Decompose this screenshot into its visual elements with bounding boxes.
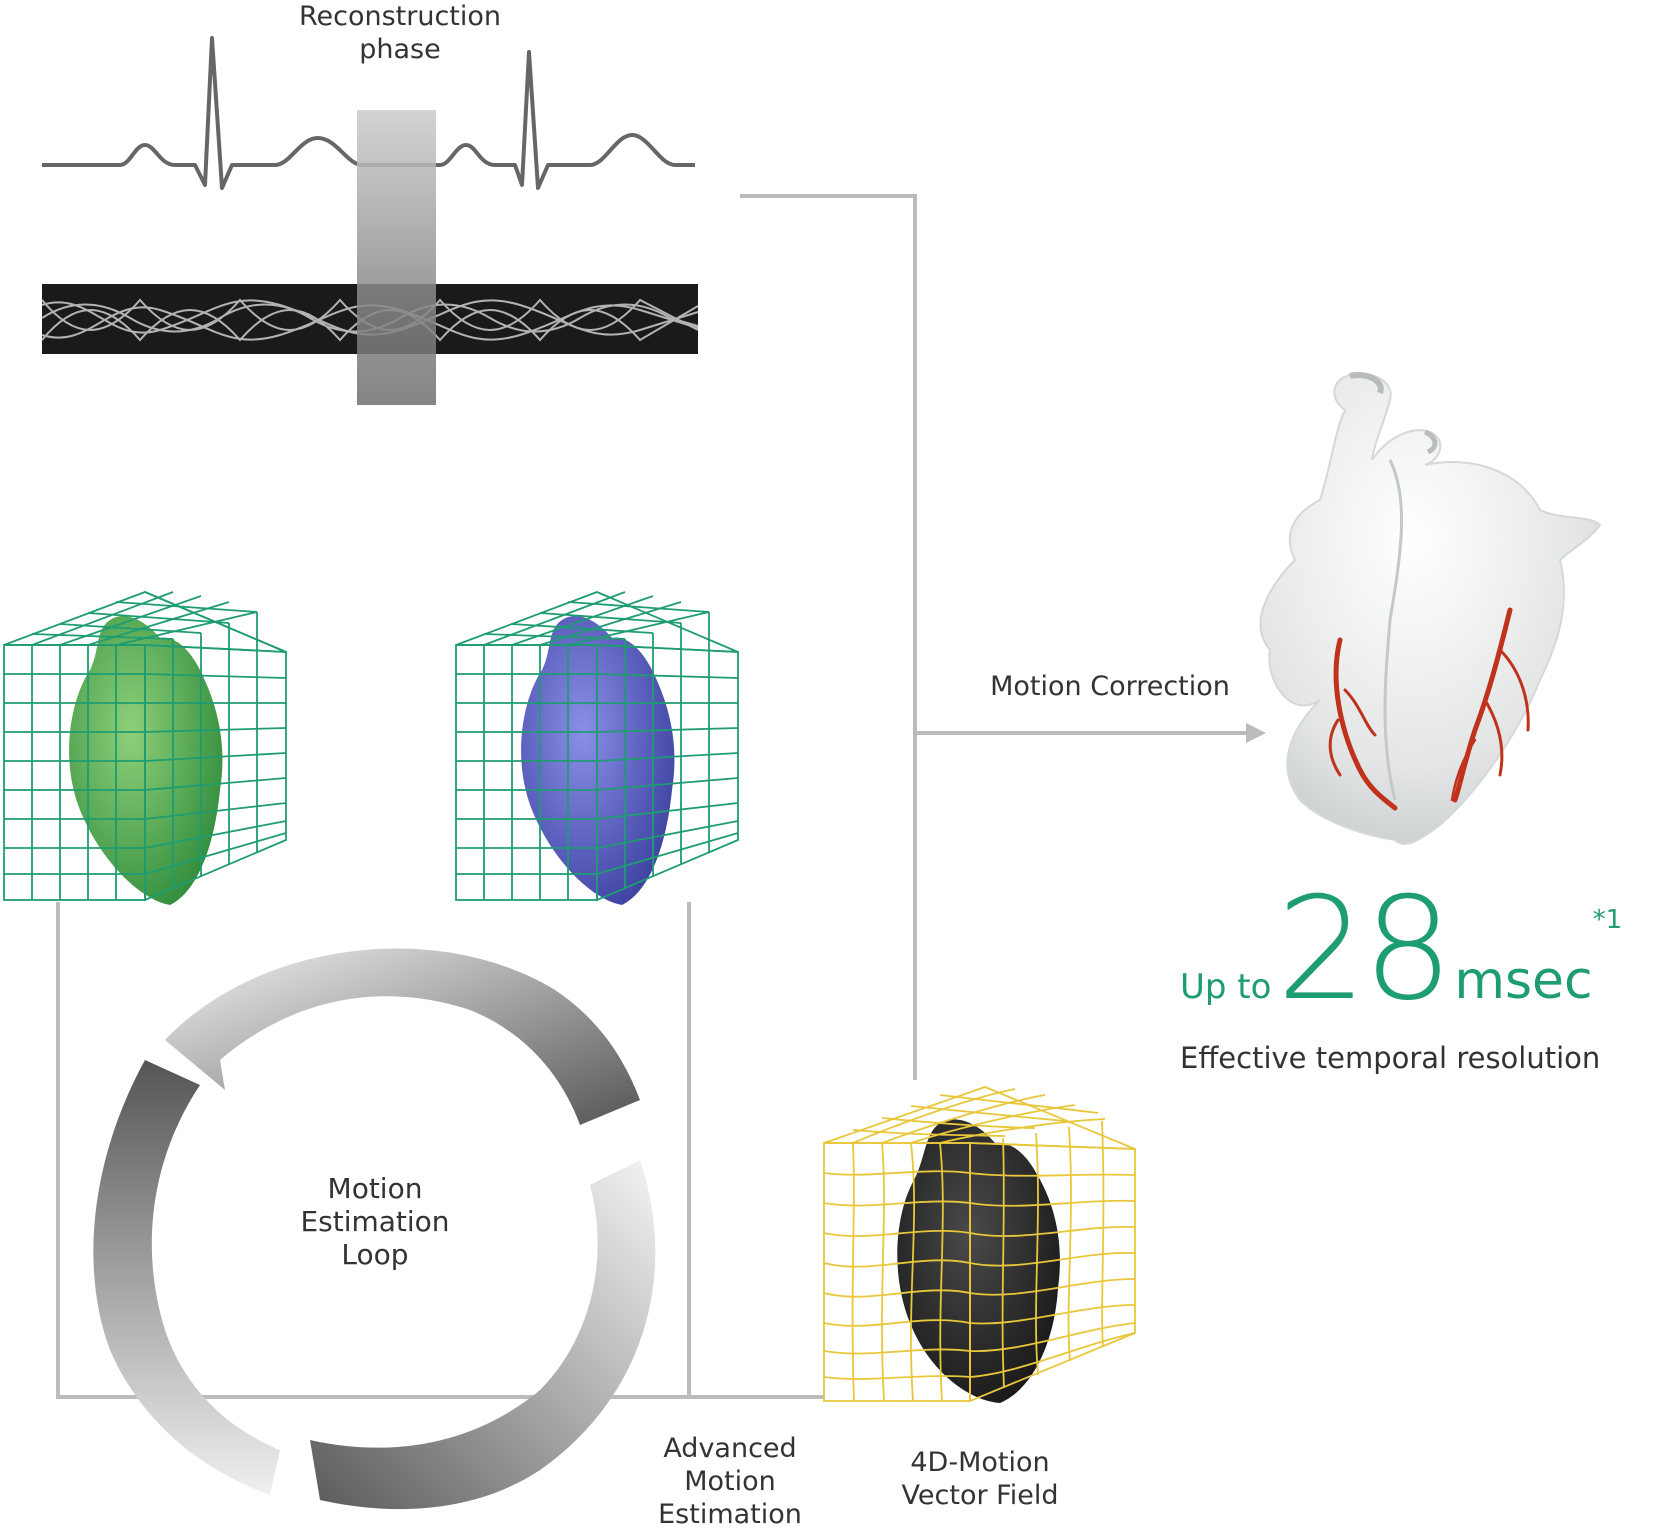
voxel-cube-blue: [455, 591, 739, 905]
voxel-cube-green: [3, 591, 287, 905]
motion-vector-field-cube: [823, 1086, 1136, 1403]
loop-arc-left: [93, 1060, 280, 1495]
spec-value: 28: [1276, 867, 1454, 1032]
advanced-motion-estimation-label: Advanced Motion Estimation: [658, 1433, 802, 1530]
motion-estimation-loop-label: Motion Estimation Loop: [300, 1172, 450, 1271]
heart-dark-icon: [897, 1119, 1060, 1403]
heart-white-icon: [1259, 372, 1602, 845]
spec-caption: Effective temporal resolution: [1180, 1041, 1601, 1075]
spec-unit: msec: [1454, 951, 1593, 1011]
motion-corrected-heart: [1259, 372, 1602, 845]
temporal-resolution-spec: Up to 28 msec*1: [1180, 879, 1680, 1021]
coronary-vessels: [1328, 607, 1530, 811]
arrow-head-icon: [1246, 723, 1266, 743]
reconstruction-phase-band: [357, 110, 436, 405]
spec-footnote: *1: [1592, 905, 1623, 935]
loop-arc-top: [165, 948, 640, 1125]
motion-estimation-loop: [93, 948, 656, 1510]
motion-correction-label: Motion Correction: [990, 671, 1230, 702]
reconstruction-phase-label: Reconstruction phase: [298, 1, 502, 65]
motion-vector-field-label: 4D-Motion Vector Field: [901, 1447, 1059, 1511]
loop-arc-right: [310, 1160, 656, 1510]
spec-prefix: Up to: [1180, 967, 1272, 1007]
